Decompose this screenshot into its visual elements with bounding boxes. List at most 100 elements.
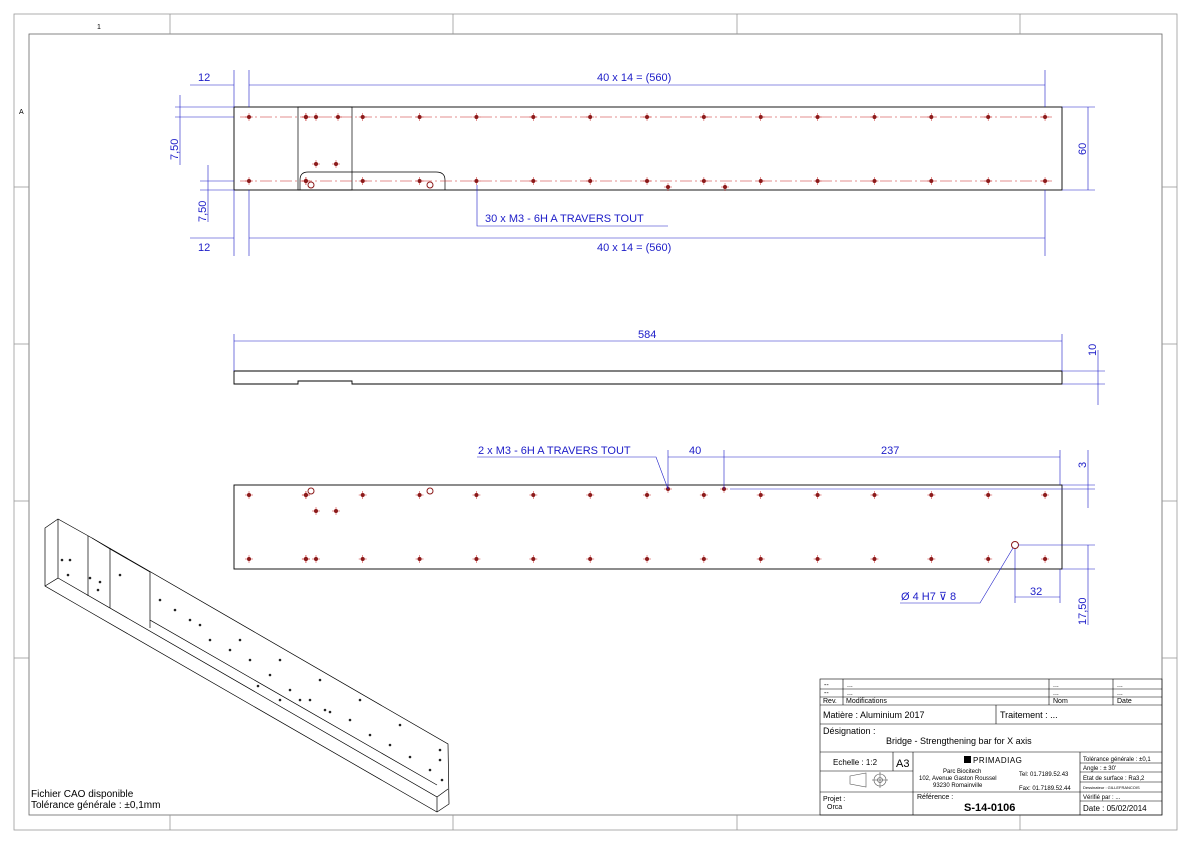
hole-marker [358, 177, 367, 185]
date-cell: ... [1117, 682, 1123, 689]
hole-marker [302, 113, 310, 121]
hole-marker [870, 491, 879, 499]
company-name: PRIMADIAG [973, 756, 1022, 765]
iso-hole [298, 698, 302, 702]
phone: Tel: 01.7189.52.43 [1019, 772, 1069, 778]
iso-hole [208, 638, 212, 642]
projection-icon [849, 772, 888, 788]
hole-marker [245, 491, 253, 499]
hole-marker [1041, 113, 1050, 121]
mod-cell: ... [847, 690, 853, 697]
note-tolerance: Tolérance générale : ±0,1mm [31, 800, 160, 811]
dim-span-top: 40 x 14 = (560) [597, 72, 671, 84]
bottom-view-holes [245, 485, 1050, 563]
nom-cell: ... [1053, 690, 1059, 697]
dim-237: 237 [881, 445, 899, 457]
hole-marker [245, 113, 253, 121]
hole-marker [529, 555, 538, 563]
dim-7-50-bottom: 7,50 [197, 201, 209, 222]
callout-bore: Ø 4 H7 ⊽ 8 [901, 591, 956, 603]
hole-marker [472, 177, 481, 185]
hole-marker [332, 160, 340, 168]
iso-hole [118, 573, 122, 577]
hole-marker [415, 555, 424, 563]
hole-marker [699, 177, 708, 185]
designation: Bridge - Strengthening bar for X axis [886, 736, 1032, 746]
side-view-outline [233, 370, 1063, 385]
hole-marker [927, 555, 936, 563]
hole-marker [927, 177, 936, 185]
iso-hole [68, 558, 72, 562]
nom-header: Nom [1053, 698, 1068, 705]
hole-marker [870, 113, 879, 121]
iso-hole [398, 723, 402, 727]
iso-hole [88, 576, 92, 580]
rev-header: Rev. [823, 698, 837, 705]
tolerance-general: Tolérance générale : ±0,1 [1083, 757, 1151, 763]
iso-hole [173, 608, 177, 612]
drawing-date: Date : 05/02/2014 [1083, 804, 1147, 813]
dim-span-bottom: 40 x 14 = (560) [597, 242, 671, 254]
hole-marker [586, 177, 595, 185]
project-name: Orca [827, 804, 842, 811]
hole-large [426, 487, 434, 495]
reference-label: Référence : [917, 794, 953, 801]
dim-12-top: 12 [198, 72, 210, 84]
iso-hole [328, 710, 332, 714]
hole-marker [756, 491, 765, 499]
hole-marker [529, 491, 538, 499]
iso-hole [248, 658, 252, 662]
hole-marker [756, 555, 765, 563]
dim-3: 3 [1077, 462, 1089, 468]
reference: S-14-0106 [964, 802, 1015, 814]
treatment: Traitement : ... [1000, 710, 1058, 720]
hole-marker [312, 113, 320, 121]
hole-marker [529, 177, 538, 185]
isometric-holes [60, 558, 444, 782]
hole-marker [870, 555, 879, 563]
scale: Echelle : 1:2 [833, 758, 878, 767]
hole-marker [332, 507, 340, 515]
hole-marker [415, 491, 424, 499]
hole-marker [529, 113, 538, 121]
hole-marker [699, 491, 708, 499]
rev-cell: -- [824, 682, 829, 689]
company-logo: PRIMADIAG [964, 756, 1022, 765]
iso-hole [158, 598, 162, 602]
hole-marker [756, 177, 765, 185]
iso-hole [348, 718, 352, 722]
dim-7-50-top: 7,50 [169, 139, 181, 160]
angle-tolerance: Angle : ± 30' [1083, 766, 1116, 772]
hole-marker [699, 555, 708, 563]
hole-marker [245, 177, 253, 185]
address-line-2: 102, Avenue Gaston Roussel [919, 776, 997, 782]
hole-marker [1041, 555, 1050, 563]
isometric-view [44, 518, 450, 813]
callout-2-holes: 2 x M3 - 6H A TRAVERS TOUT [478, 445, 631, 457]
date-cell: ... [1117, 690, 1123, 697]
iso-hole [358, 698, 362, 702]
iso-hole [408, 755, 412, 759]
iso-hole [438, 748, 442, 752]
iso-hole [278, 698, 282, 702]
sheet-format: A3 [896, 758, 909, 770]
top-view: 12 40 x 14 = (560) 7,50 7,50 60 12 40 x … [169, 70, 1095, 256]
side-view: 584 10 [233, 329, 1105, 405]
hole-marker [643, 555, 652, 563]
hole-marker [721, 183, 729, 191]
zone-label-a: A [19, 109, 24, 116]
hole-marker [358, 555, 367, 563]
hole-marker [984, 177, 993, 185]
hole-marker [415, 177, 424, 185]
hole-marker [756, 113, 765, 121]
iso-hole [66, 573, 70, 577]
hole-marker [870, 177, 879, 185]
mod-cell: ... [847, 682, 853, 689]
hole-marker [472, 491, 481, 499]
hole-marker [643, 491, 652, 499]
hole-large [426, 181, 434, 189]
fax: Fax: 01.7189.52.44 [1019, 786, 1071, 792]
designation-label: Désignation : [823, 726, 876, 736]
dim-584: 584 [638, 329, 656, 341]
